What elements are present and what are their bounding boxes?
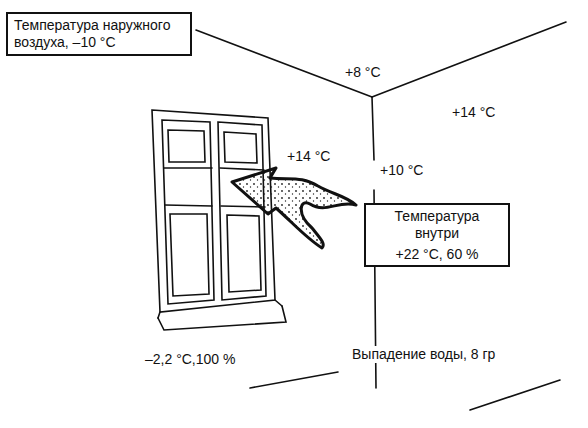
temperature-label: –2,2 °C,100 % <box>143 351 237 368</box>
info-box: Температура внутри +22 °C, 60 % <box>364 203 510 267</box>
info-box: Температура наружного воздуха, –10 °C <box>6 12 192 56</box>
box-value: +22 °C, 60 % <box>372 246 502 263</box>
temperature-label: +14 °C <box>285 148 332 165</box>
temperature-label: +10 °C <box>378 162 425 179</box>
box-heading: Температура внутри <box>372 208 502 242</box>
box-heading: Температура наружного воздуха, –10 °C <box>14 17 184 51</box>
temperature-label: Выпадение воды, 8 гр <box>350 346 497 363</box>
temperature-label: +14 °C <box>450 104 497 121</box>
temperature-label: +8 °C <box>343 64 383 81</box>
